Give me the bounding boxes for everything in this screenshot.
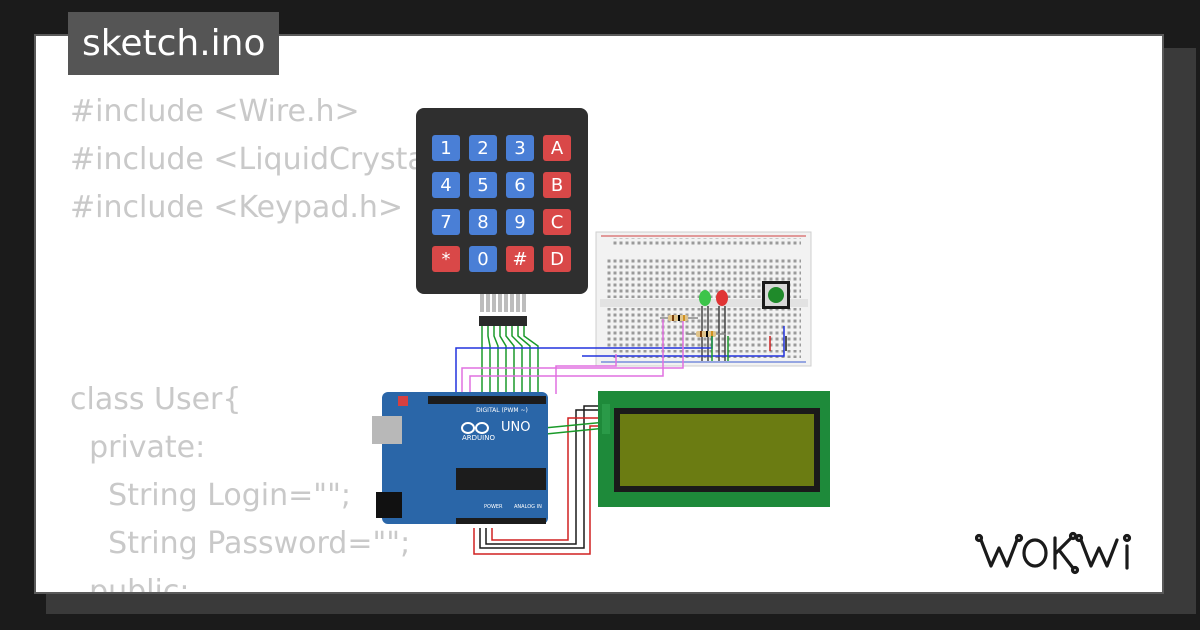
- code-line: private:: [70, 430, 206, 465]
- keypad-key-label: C: [551, 212, 564, 233]
- keypad-pin-header: [497, 316, 503, 326]
- code-line: #include <Keypad.h>: [70, 190, 404, 225]
- keypad-pin-header: [509, 316, 515, 326]
- keypad-wire: [517, 326, 531, 396]
- keypad-key[interactable]: 8: [469, 209, 497, 235]
- keypad-wire: [511, 326, 523, 396]
- keypad-key[interactable]: 7: [432, 209, 460, 235]
- wokwi-logo: [975, 531, 1132, 575]
- power-jack: [376, 492, 402, 518]
- keypad-key[interactable]: A: [543, 135, 571, 161]
- usb-port: [372, 416, 402, 444]
- digital-header: [428, 396, 546, 404]
- keypad-key[interactable]: 1: [432, 135, 460, 161]
- wires: [455, 319, 787, 555]
- led-body: [716, 290, 728, 306]
- digital-header-label: DIGITAL (PWM ~): [476, 407, 528, 414]
- atmega-chip: [456, 468, 546, 490]
- keypad-key[interactable]: B: [543, 172, 571, 198]
- code-line: String Login="";: [70, 478, 351, 513]
- keypad-key-label: 9: [514, 212, 525, 233]
- keypad-key-label: 5: [477, 175, 488, 196]
- keypad-key-label: 6: [514, 175, 525, 196]
- keypad-pin: [480, 294, 484, 312]
- code-line: class User{: [70, 382, 242, 417]
- resistor: [660, 315, 698, 321]
- keypad-key-label: *: [442, 249, 451, 270]
- keypad-key[interactable]: 0: [469, 246, 497, 272]
- keypad-key[interactable]: C: [543, 209, 571, 235]
- keypad-key[interactable]: 6: [506, 172, 534, 198]
- keypad-key-label: 7: [440, 212, 451, 233]
- arduino-uno-board: DIGITAL (PWM ~) UNO ARDUINO POWER ANALOG…: [372, 392, 548, 524]
- led-body: [699, 290, 711, 306]
- file-tab[interactable]: sketch.ino: [68, 12, 280, 75]
- keypad-pin-header: [485, 316, 491, 326]
- keypad-pin: [498, 294, 502, 312]
- keypad-wire: [505, 326, 515, 396]
- keypad-key[interactable]: D: [543, 246, 571, 272]
- keypad-wire: [499, 326, 507, 396]
- keypad-key-label: 3: [514, 138, 525, 159]
- code-line: public:: [70, 574, 190, 594]
- keypad-pin-header: [479, 316, 485, 326]
- keypad-key[interactable]: 5: [469, 172, 497, 198]
- keypad-key-label: 4: [440, 175, 451, 196]
- keypad-key-label: B: [551, 175, 563, 196]
- keypad-key-label: A: [551, 138, 564, 159]
- keypad-key-label: #: [512, 249, 527, 270]
- keypad-key[interactable]: *: [432, 246, 460, 272]
- keypad-pin-header: [515, 316, 521, 326]
- keypad-key-label: 8: [477, 212, 488, 233]
- keypad-pin: [522, 294, 526, 312]
- code-line: String Password="";: [70, 526, 411, 561]
- keypad-pin: [504, 294, 508, 312]
- keypad-key-label: D: [550, 249, 564, 270]
- analog-header-label: ANALOG IN: [514, 504, 542, 510]
- lcd-16x2: [598, 391, 830, 507]
- keypad-pin: [516, 294, 520, 312]
- code-preview: #include <Wire.h> #include <LiquidCrysta…: [70, 88, 552, 594]
- keypad-key[interactable]: 3: [506, 135, 534, 161]
- keypad-key[interactable]: 4: [432, 172, 460, 198]
- arduino-infinity-icon: [461, 422, 489, 434]
- resistor: [686, 331, 726, 337]
- reset-button[interactable]: [398, 396, 408, 406]
- arduino-logo-text: ARDUINO: [462, 434, 495, 442]
- preview-card: #include <Wire.h> #include <LiquidCrysta…: [34, 34, 1164, 594]
- keypad-pin-header: [491, 316, 497, 326]
- keypad-wire: [523, 326, 539, 396]
- keypad-key[interactable]: 9: [506, 209, 534, 235]
- code-line: #include <Wire.h>: [70, 94, 360, 129]
- power-header-label: POWER: [484, 504, 503, 510]
- keypad-pin-header: [521, 316, 527, 326]
- pushbutton[interactable]: [762, 281, 790, 309]
- keypad-pin: [486, 294, 490, 312]
- keypad-pin: [510, 294, 514, 312]
- circuit-diagram: 1 2 3 A 4 5 6 B 7 8 9 C * 0 # D: [372, 108, 830, 555]
- keypad-wire: [493, 326, 499, 396]
- keypad-key-label: 0: [477, 249, 488, 270]
- board-pcb: [382, 392, 548, 524]
- keypad-4x4: 1 2 3 A 4 5 6 B 7 8 9 C * 0 # D: [416, 108, 588, 326]
- lcd-screen: [620, 414, 814, 486]
- keypad-pin-header: [503, 316, 509, 326]
- keypad-wire: [487, 326, 491, 396]
- uno-label: UNO: [501, 420, 530, 435]
- keypad-pin: [492, 294, 496, 312]
- keypad-key-label: 1: [440, 138, 451, 159]
- keypad-key-label: 2: [477, 138, 488, 159]
- keypad-key[interactable]: 2: [469, 135, 497, 161]
- keypad-key[interactable]: #: [506, 246, 534, 272]
- power-header: [456, 518, 546, 524]
